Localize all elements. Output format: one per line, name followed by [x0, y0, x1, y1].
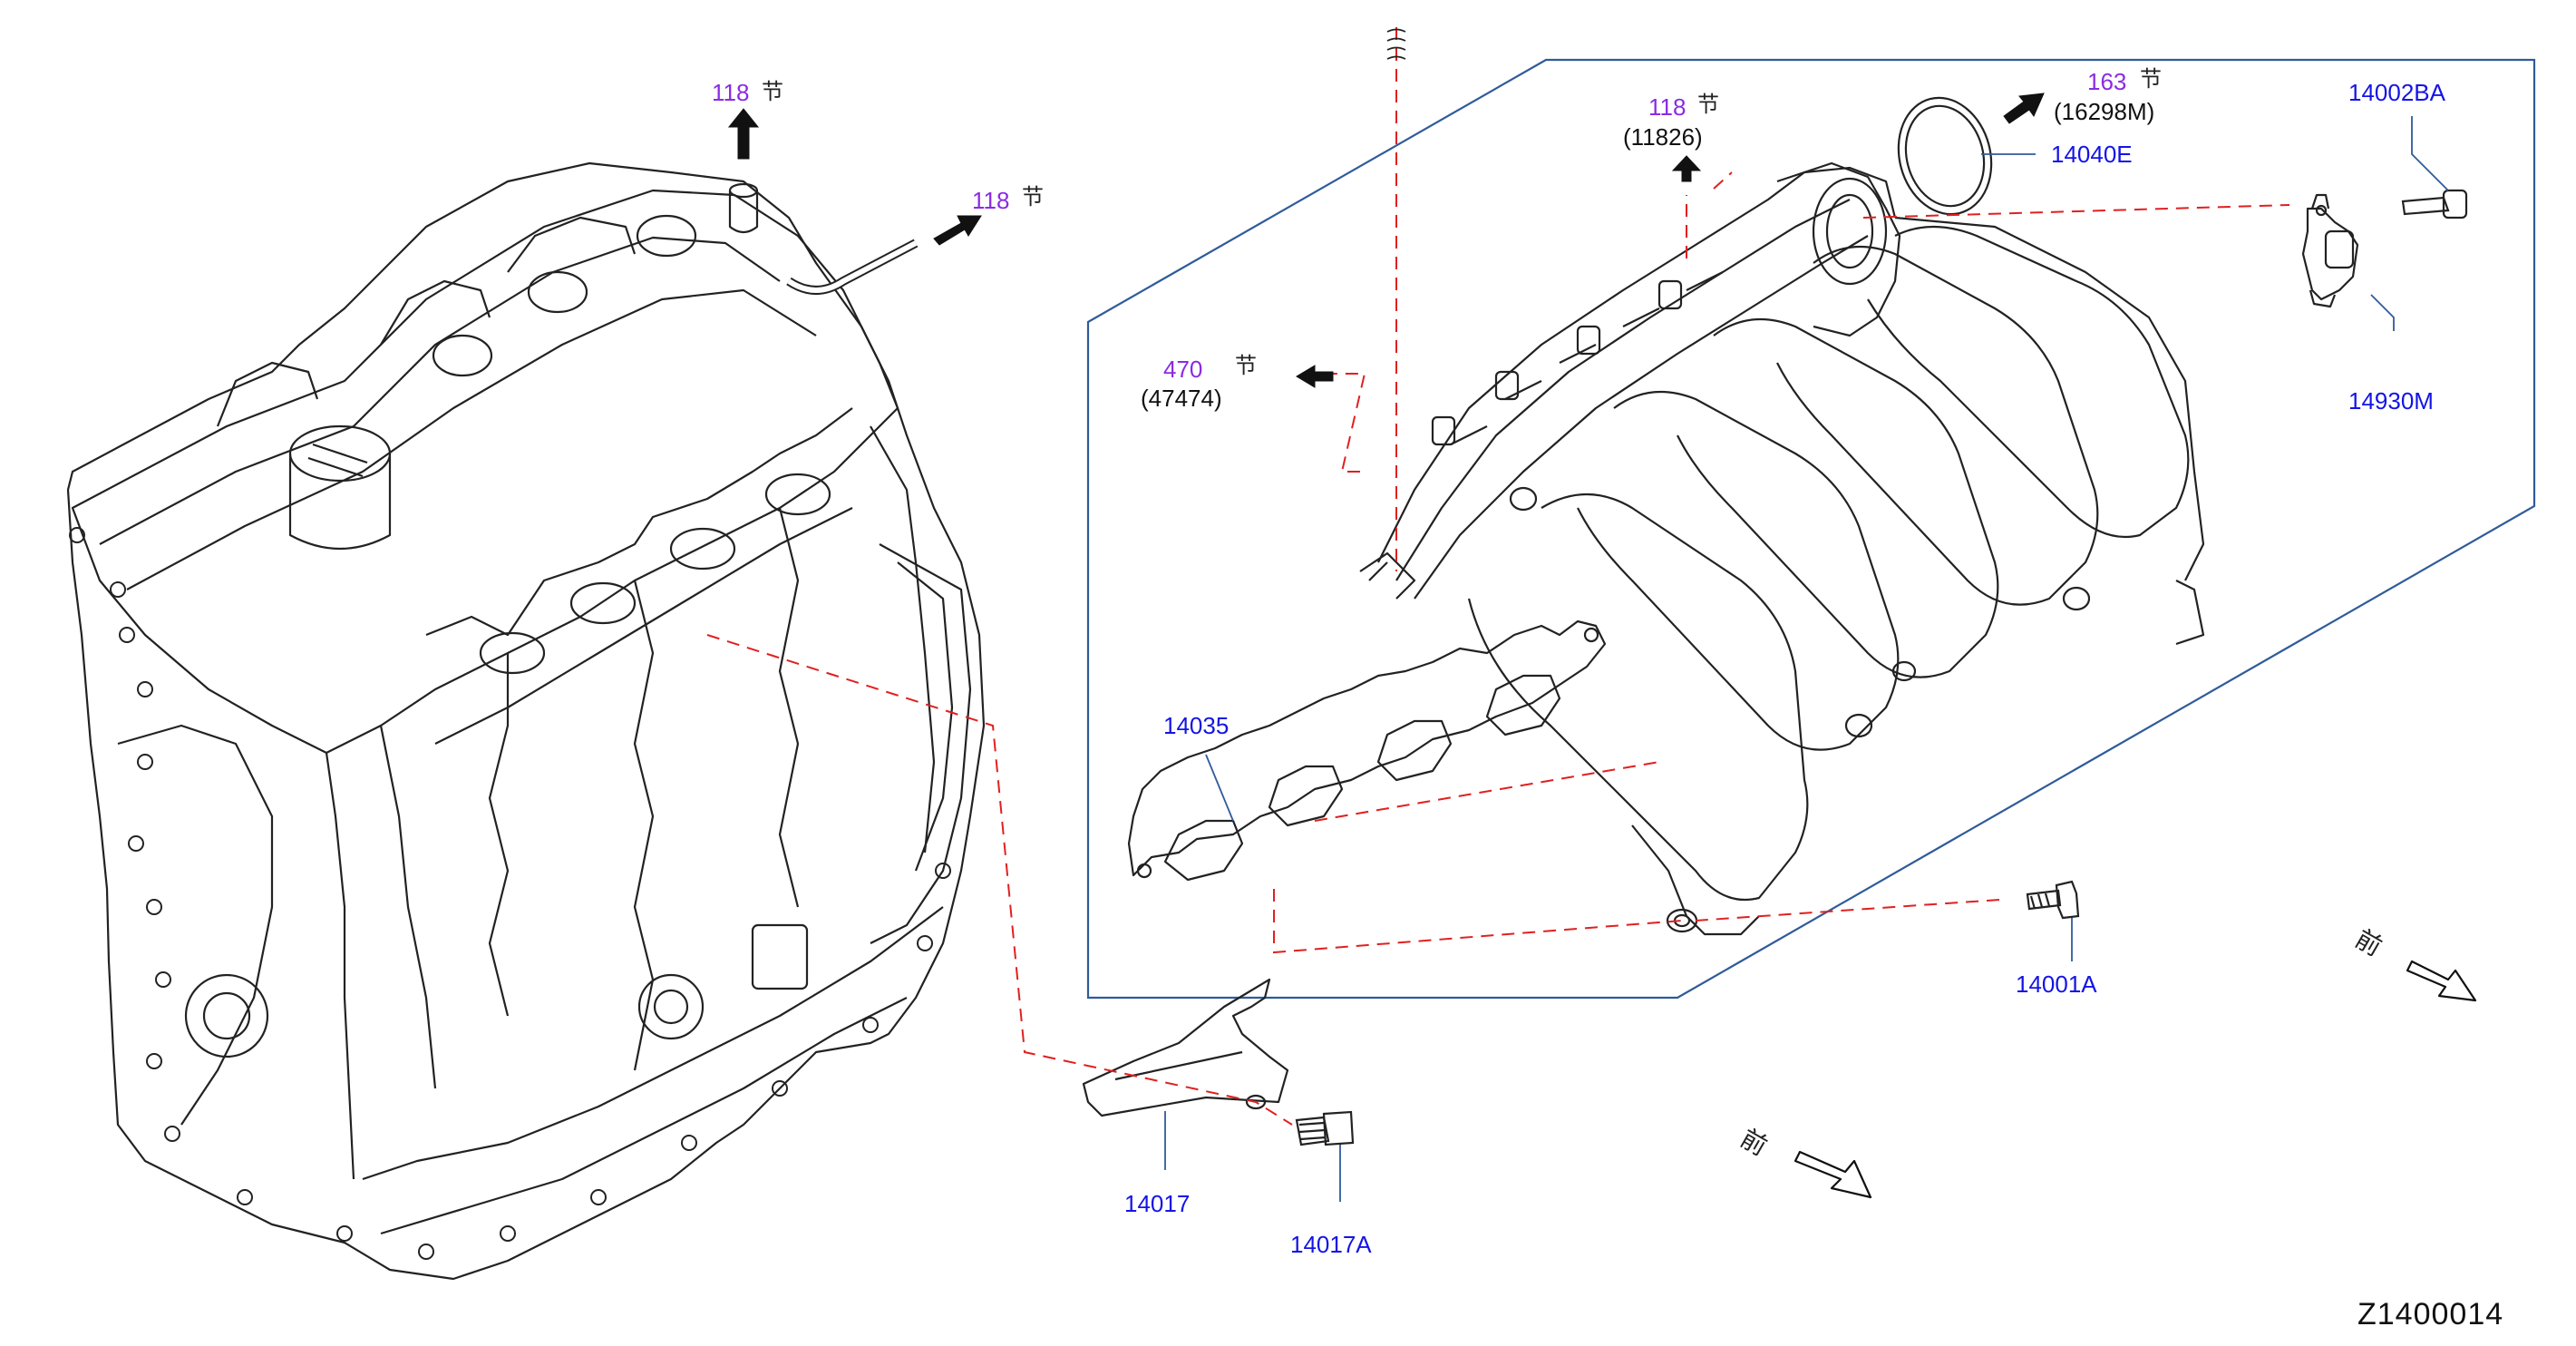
section-char: 节	[1235, 353, 1257, 378]
diagram-code: Z1400014	[2357, 1297, 2504, 1331]
ref-page-470[interactable]: 470	[1163, 356, 1203, 383]
part-label-14002BA[interactable]: 14002BA	[2348, 79, 2445, 106]
bolt-14002BA-illustration	[2401, 189, 2468, 219]
part-label-14017A[interactable]: 14017A	[1290, 1231, 1372, 1258]
front-arrows	[1793, 960, 2477, 1199]
ref-page-118-top[interactable]: 118	[712, 79, 750, 106]
ref-page-163[interactable]: 163	[2087, 68, 2127, 95]
part-label-14930M[interactable]: 14930M	[2348, 387, 2434, 415]
manifold-group-frame	[1086, 58, 2536, 1000]
ref-sub-47474: (47474)	[1141, 385, 1222, 412]
manifold-gasket-illustration	[1127, 619, 1607, 882]
engine-block-illustration	[66, 161, 986, 1281]
spring-symbol	[1386, 28, 1406, 60]
section-char: 节	[1022, 184, 1044, 210]
bolt-14017A-illustration	[1295, 1110, 1355, 1146]
ref-sub-16298M: (16298M)	[2054, 98, 2155, 125]
section-char: 节	[1697, 92, 1719, 117]
part-leader-lines	[1164, 116, 2449, 1202]
section-char: 节	[2140, 66, 2162, 92]
section-char: 节	[762, 79, 783, 104]
ref-sub-11826: (11826)	[1623, 123, 1703, 151]
ref-page-118-manifold[interactable]: 118	[1648, 93, 1687, 121]
dashed-leader-lines	[706, 27, 2290, 1126]
part-label-14035[interactable]: 14035	[1163, 712, 1230, 739]
intake-manifold-illustration	[1359, 161, 2205, 936]
ref-page-118-hose[interactable]: 118	[972, 187, 1010, 214]
throttle-gasket-illustration	[1897, 96, 1993, 216]
bracket-14017-illustration	[1082, 978, 1289, 1117]
part-label-14017[interactable]: 14017	[1124, 1190, 1191, 1217]
part-label-14040E[interactable]: 14040E	[2051, 141, 2133, 168]
bolt-14001A-illustration	[2026, 880, 2080, 920]
reference-arrows	[727, 93, 2045, 388]
sensor-illustration	[2301, 193, 2359, 308]
part-label-14001A[interactable]: 14001A	[2016, 970, 2097, 998]
